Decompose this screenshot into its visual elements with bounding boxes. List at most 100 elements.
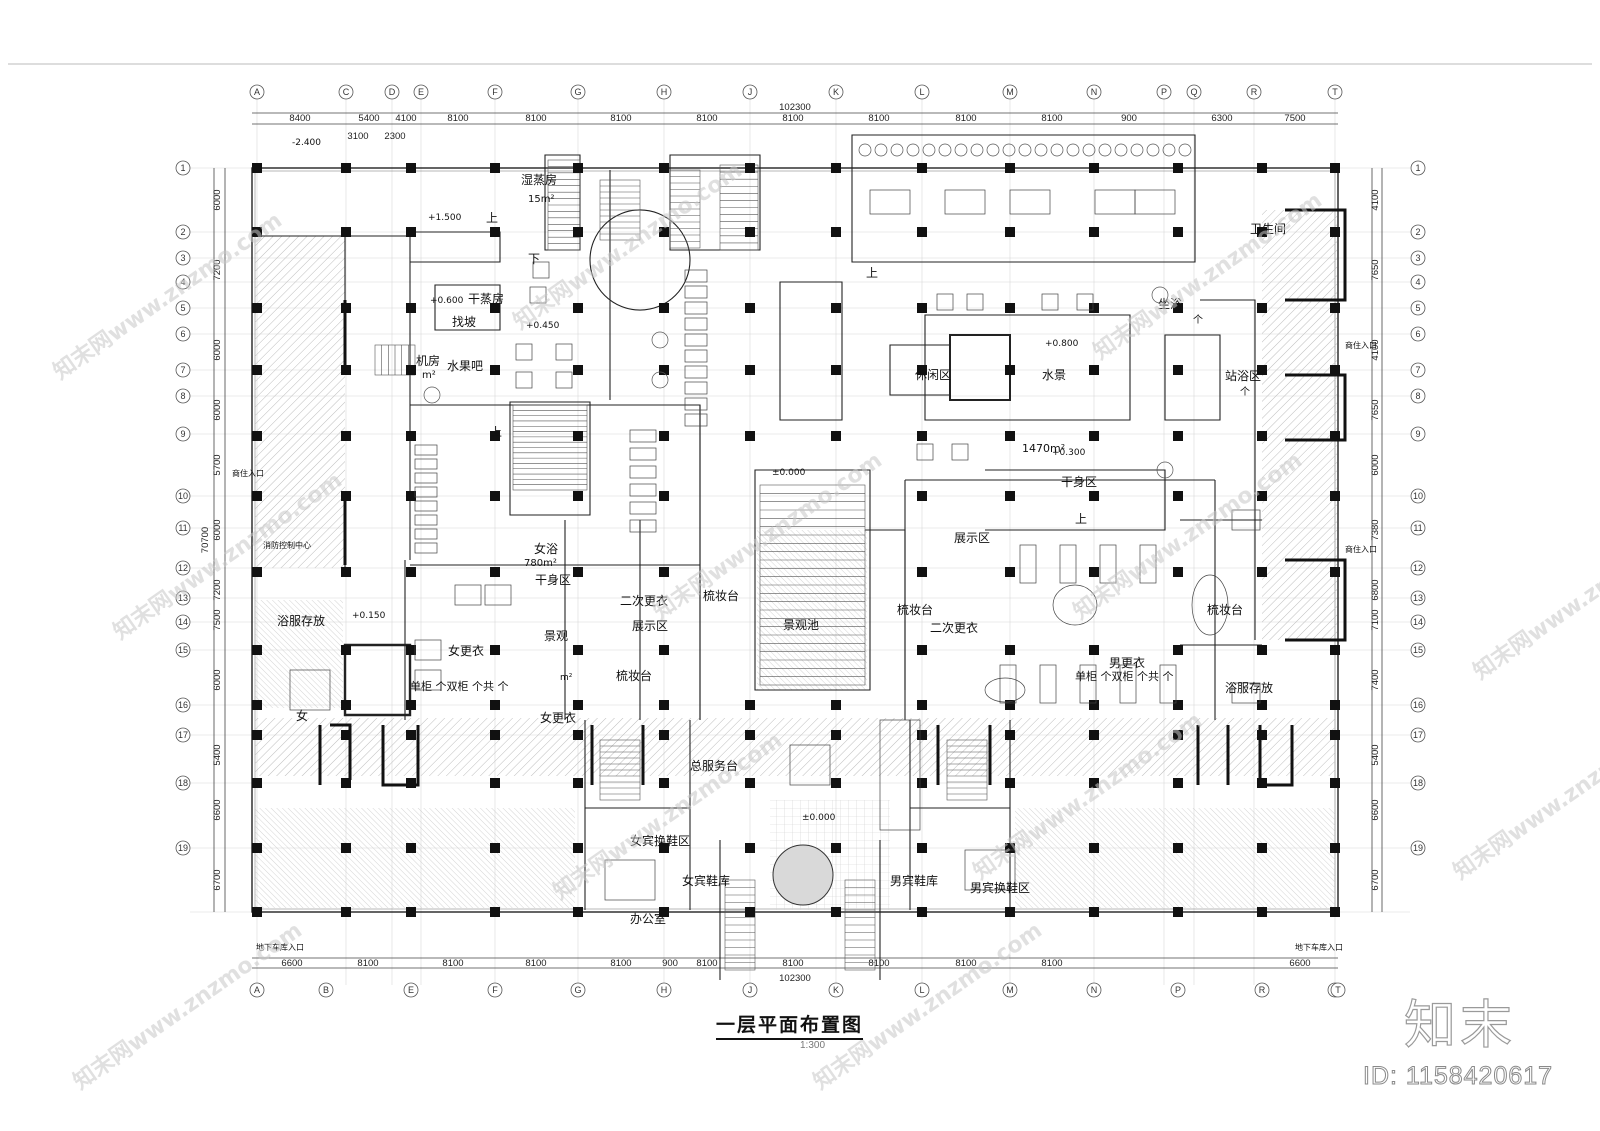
dim-left-7: 7500 (212, 609, 223, 630)
label-up-3: 上 (866, 266, 878, 280)
label-women-locker: 女更衣 (448, 643, 484, 658)
axis-left-9: 9 (175, 426, 191, 442)
dim-left-total: 70700 (200, 527, 211, 553)
axis-left-6: 6 (175, 326, 191, 342)
svg-text:N: N (1091, 87, 1098, 97)
svg-text:G: G (574, 985, 581, 995)
axis-left-1: 1 (175, 160, 191, 176)
axis-bottom-F: F (487, 982, 503, 998)
svg-text:F: F (492, 985, 498, 995)
axis-bottom-N: N (1086, 982, 1102, 998)
svg-text:A: A (254, 985, 260, 995)
svg-text:B: B (323, 985, 329, 995)
axis-bubbles: ACDEFGHJKLMNPQRTABEFGHJKLMNPRST112233445… (175, 84, 1426, 998)
svg-text:12: 12 (178, 563, 188, 573)
dim-left-3: 6000 (212, 399, 223, 420)
axis-bottom-T: T (1330, 982, 1346, 998)
svg-text:11: 11 (1413, 523, 1422, 533)
dim-bottom-0: 6600 (281, 958, 302, 969)
axis-left-14: 14 (175, 614, 191, 630)
label-women-vip: 女 (296, 708, 308, 723)
axis-right-10: 10 (1410, 488, 1426, 504)
dim-left-10: 6600 (212, 799, 223, 820)
svg-text:14: 14 (178, 617, 188, 627)
dim-bottom-3: 8100 (525, 958, 546, 969)
label-machine-room: 机房 (416, 353, 440, 368)
label-men-shoe: 男宾鞋库 (890, 873, 938, 888)
axis-right-8: 8 (1410, 388, 1426, 404)
label-women-dry: 干身区 (535, 572, 571, 587)
axis-top-A: A (249, 84, 265, 100)
axis-top-R: R (1246, 84, 1262, 100)
axis-top-Q: Q (1186, 84, 1202, 100)
axis-top-M: M (1002, 84, 1018, 100)
axis-bottom-B: B (318, 982, 334, 998)
dim-top-6: 8100 (696, 113, 717, 124)
svg-text:R: R (1259, 985, 1266, 995)
label-up-2: 上 (490, 425, 502, 439)
dim-left-9: 5400 (212, 744, 223, 765)
dim-bottom-6: 8100 (696, 958, 717, 969)
svg-text:6: 6 (1415, 329, 1420, 339)
svg-text:10: 10 (1413, 491, 1423, 501)
axis-top-J: J (742, 84, 758, 100)
axis-right-2: 2 (1410, 224, 1426, 240)
axis-bottom-H: H (656, 982, 672, 998)
label-elev-e: +0.800 (1045, 339, 1079, 349)
dim-left-4: 5700 (212, 454, 223, 475)
dim-bottom-11: 6600 (1289, 958, 1310, 969)
label-office: 办公室 (630, 911, 666, 926)
furniture-blocks (289, 189, 1261, 901)
dim-top-1: 5400 (358, 113, 379, 124)
dim-bottom-2: 8100 (442, 958, 463, 969)
label-robe-storage-m: 浴服存放 (1225, 680, 1273, 695)
dim-top-12: 6300 (1211, 113, 1232, 124)
label-vanity-w2: 梳妆台 (616, 668, 652, 683)
svg-text:D: D (389, 87, 396, 97)
dim-right-11: 6700 (1370, 869, 1381, 890)
axis-bottom-P: P (1170, 982, 1186, 998)
svg-text:17: 17 (1413, 730, 1423, 740)
axis-top-H: H (656, 84, 672, 100)
label-res-entry-left: 商住入口 (232, 468, 264, 478)
label-fire-control: 消防控制中心 (263, 540, 311, 550)
label-res-entry-right: 商住入口 (1345, 340, 1377, 350)
svg-text:11: 11 (178, 523, 187, 533)
label-women-locker-2: 女更衣 (540, 710, 576, 725)
label-stand-bath: 站浴区 (1225, 369, 1261, 383)
label-toilet: 卫生间 (1250, 222, 1286, 236)
dim-top-sub-0: 3100 (347, 131, 368, 142)
svg-text:T: T (1332, 87, 1338, 97)
label-down-1: 下 (528, 252, 540, 266)
svg-text:K: K (833, 985, 839, 995)
dim-top-8: 8100 (868, 113, 889, 124)
axis-right-18: 18 (1410, 775, 1426, 791)
axis-top-K: K (828, 84, 844, 100)
dim-top-10: 8100 (1041, 113, 1062, 124)
svg-text:1: 1 (1415, 163, 1420, 173)
dim-left-2: 6000 (212, 339, 223, 360)
label-women-bath: 女浴 (534, 541, 558, 556)
label-vanity-m: 梳妆台 (897, 602, 933, 617)
axis-bottom-A: A (249, 982, 265, 998)
label-machine-area: m² (422, 370, 436, 381)
label-men-locker: 男更衣 (1109, 655, 1145, 670)
axis-top-N: N (1086, 84, 1102, 100)
axis-right-19: 19 (1410, 840, 1426, 856)
svg-text:G: G (574, 87, 581, 97)
label-wet-steam: 湿蒸房 (521, 172, 557, 187)
svg-text:1: 1 (180, 163, 185, 173)
watermark-0: 知末网www.znzmo.com (49, 207, 287, 385)
svg-text:15: 15 (1413, 645, 1423, 655)
dim-bottom-9: 8100 (955, 958, 976, 969)
dim-left-6: 7200 (212, 579, 223, 600)
axis-bottom-R: R (1254, 982, 1270, 998)
dim-right-2: 4100 (1370, 339, 1381, 360)
label-women-bath-area: 780m² (524, 558, 557, 569)
dim-top-11: 900 (1121, 113, 1137, 124)
svg-text:C: C (343, 87, 350, 97)
label-stand-bath-unit: 个 (1240, 386, 1250, 398)
dim-right-9: 5400 (1370, 744, 1381, 765)
svg-text:15: 15 (178, 645, 188, 655)
